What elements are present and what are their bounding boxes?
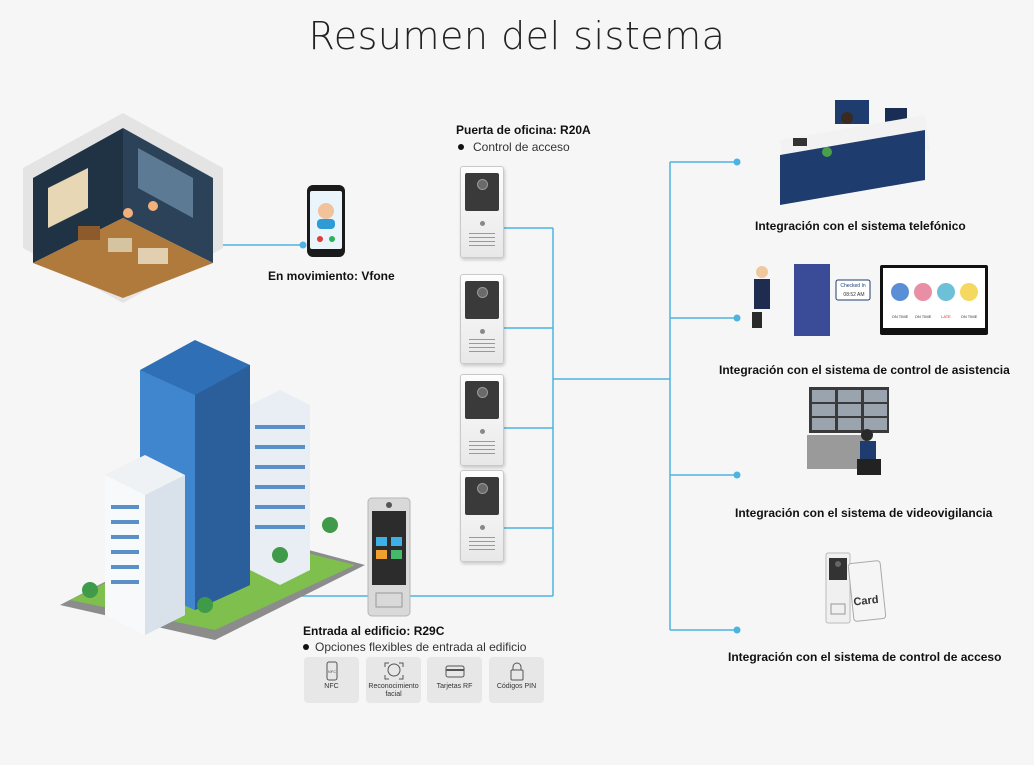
r20a-panel	[460, 274, 504, 364]
surveillance-desk-illustration	[807, 387, 889, 475]
office-door-bullet: Control de acceso	[458, 140, 570, 154]
r29c-panel	[367, 497, 411, 617]
r20a-panel	[460, 470, 504, 562]
nfc-icon: NFC	[326, 661, 337, 681]
feature-face-recognition: Reconocimiento facial	[366, 657, 421, 703]
access-control-illustration: Card	[825, 552, 887, 624]
integration-telephone-label: Integración con el sistema telefónico	[755, 219, 966, 233]
svg-text:ON TIME: ON TIME	[892, 314, 909, 319]
reception-desk-illustration	[780, 100, 930, 205]
feature-label: Códigos PIN	[496, 683, 537, 690]
integration-access-control-label: Integración con el sistema de control de…	[728, 650, 1002, 664]
feature-rf-card: Tarjetas RF	[427, 657, 482, 703]
office-buildings-illustration	[60, 340, 365, 640]
svg-text:LATE: LATE	[941, 314, 951, 319]
r20a-panel	[460, 166, 504, 258]
integration-attendance-label: Integración con el sistema de control de…	[719, 363, 1010, 377]
smartphone-vfone	[307, 185, 345, 257]
office-door-label: Puerta de oficina: R20A	[456, 123, 591, 137]
mobile-label: En movimiento: Vfone	[268, 269, 395, 283]
cafe-illustration	[23, 113, 223, 303]
svg-text:Checked In: Checked In	[840, 283, 866, 289]
building-entry-label: Entrada al edificio: R29C	[303, 624, 445, 638]
feature-nfc: NFC NFC	[304, 657, 359, 703]
face-recognition-icon	[384, 662, 403, 680]
feature-label: NFC	[324, 683, 339, 690]
attendance-illustration: Checked In 08:52 AM ON TIME ON TIME LATE…	[752, 264, 988, 336]
feature-label: Reconocimiento facial	[368, 683, 419, 698]
svg-text:ON TIME: ON TIME	[961, 314, 978, 319]
feature-pin-code: Códigos PIN	[489, 657, 544, 703]
r20a-panel	[460, 374, 504, 466]
svg-text:Card: Card	[853, 594, 879, 609]
integration-surveillance-label: Integración con el sistema de videovigil…	[735, 506, 993, 520]
building-entry-bullet: Opciones flexibles de entrada al edifici…	[303, 640, 526, 654]
svg-text:NFC: NFC	[327, 669, 335, 674]
rf-card-icon	[445, 665, 464, 678]
svg-text:ON TIME: ON TIME	[915, 314, 932, 319]
feature-label: Tarjetas RF	[436, 683, 473, 690]
pin-lock-icon	[510, 662, 523, 681]
page-title: Resumen del sistema	[308, 14, 726, 58]
svg-text:08:52 AM: 08:52 AM	[843, 292, 864, 298]
